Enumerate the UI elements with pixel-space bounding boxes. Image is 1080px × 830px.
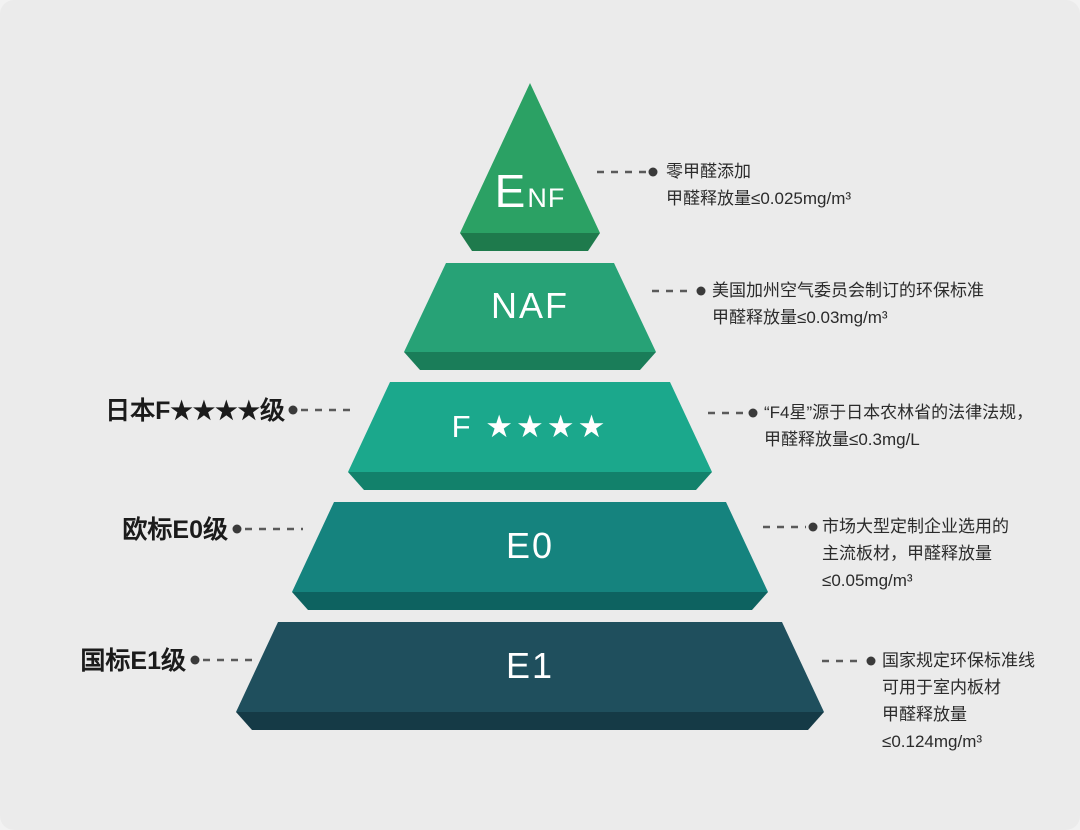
connector-dot-right-e1 xyxy=(866,656,876,666)
annotation-enf-line1: 零甲醛添加 xyxy=(666,162,751,181)
pyramid-tier-e0-edge xyxy=(292,592,768,610)
pyramid-tier-enf-edge xyxy=(460,233,600,251)
tier-label-naf: NAF xyxy=(491,285,569,326)
connector-dot-left-f4 xyxy=(288,405,298,415)
pyramid-tier-e0 xyxy=(292,502,768,592)
tier-label-enf-sub: NF xyxy=(527,183,566,213)
left-label-f4: 日本F★★★★级 xyxy=(105,397,285,425)
connector-dot-right-f4 xyxy=(748,408,758,418)
annotation-e1: 国家规定环保标准线 可用于室内板材 甲醛释放量 ≤0.124mg/m³ xyxy=(882,647,1035,755)
annotation-e0: 市场大型定制企业选用的 主流板材，甲醛释放量 ≤0.05mg/m³ xyxy=(822,513,1009,594)
tier-label-enf: ENF xyxy=(495,168,566,214)
tier-label-f4: F ★★★★ xyxy=(451,409,609,444)
pyramid-tier-naf-edge xyxy=(404,352,656,370)
pyramid-tier-enf xyxy=(460,83,600,233)
annotation-e1-line4: ≤0.124mg/m³ xyxy=(882,732,983,751)
left-label-e0: 欧标E0级 xyxy=(122,516,228,544)
annotation-e1-line2: 可用于室内板材 xyxy=(882,678,1001,697)
annotation-naf-line1: 美国加州空气委员会制订的环保标准 xyxy=(712,281,984,300)
annotation-e1-line3: 甲醛释放量 xyxy=(882,705,967,724)
connector-dot-left-e1 xyxy=(190,655,200,665)
annotation-e0-line2: 主流板材，甲醛释放量 xyxy=(822,544,992,563)
tier-label-e0: E0 xyxy=(505,525,555,566)
annotation-f4-line2: 甲醛释放量≤0.3mg/L xyxy=(764,430,920,449)
pyramid-tier-naf xyxy=(404,263,656,352)
annotation-e1-line1: 国家规定环保标准线 xyxy=(882,651,1035,670)
pyramid-tier-f4-edge xyxy=(348,472,712,490)
tier-label-e1: E1 xyxy=(505,645,555,686)
annotation-f4-line1: “F4星”源于日本农林省的法律法规， xyxy=(764,403,1034,422)
pyramid-tier-f4 xyxy=(348,382,712,472)
annotation-enf-line2: 甲醛释放量≤0.025mg/m³ xyxy=(666,189,852,208)
annotation-naf-line2: 甲醛释放量≤0.03mg/m³ xyxy=(712,308,888,327)
connector-dot-right-enf xyxy=(648,167,658,177)
annotation-e0-line3: ≤0.05mg/m³ xyxy=(822,571,913,590)
left-label-e1: 国标E1级 xyxy=(80,647,186,675)
connector-dot-right-naf xyxy=(696,286,706,296)
connector-dot-right-e0 xyxy=(808,522,818,532)
pyramid-tier-e1 xyxy=(236,622,824,712)
annotation-f4: “F4星”源于日本农林省的法律法规， 甲醛释放量≤0.3mg/L xyxy=(764,399,1033,453)
annotation-enf: 零甲醛添加 甲醛释放量≤0.025mg/m³ xyxy=(666,158,851,212)
annotation-naf: 美国加州空气委员会制订的环保标准 甲醛释放量≤0.03mg/m³ xyxy=(712,277,984,331)
annotation-e0-line1: 市场大型定制企业选用的 xyxy=(822,517,1009,536)
tier-label-enf-main: E xyxy=(494,165,528,217)
connector-dot-left-e0 xyxy=(232,524,242,534)
pyramid-tier-e1-edge xyxy=(236,712,824,730)
